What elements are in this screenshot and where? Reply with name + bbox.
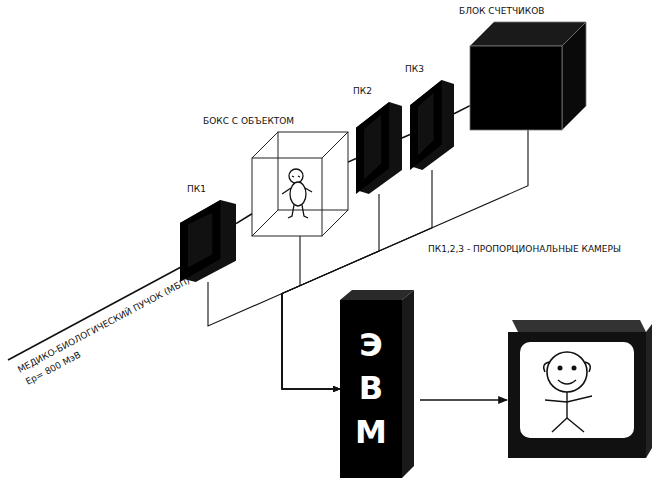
cabinet-front [340, 300, 402, 478]
counter-block: БЛОК СЧЕТЧИКОВ [470, 22, 586, 130]
beam-line [348, 158, 356, 162]
chamber-side [180, 200, 236, 282]
chamber-side [356, 102, 402, 194]
chamber-frame [356, 102, 389, 194]
cube-front [470, 46, 562, 130]
proportional-chamber: ПК3 [410, 80, 454, 170]
beam-line [454, 106, 470, 114]
object-box: БОКС С ОБЪЕКТОМ [252, 132, 348, 236]
proportional-chamber: ПК2 [356, 102, 402, 194]
legend-note: ПК1,2,3 - ПРОПОРЦИОНАЛЬНЫЕ КАМЕРЫ [428, 244, 621, 254]
animal-figure [282, 169, 312, 218]
shape-outline [410, 80, 454, 170]
shape-outline [470, 22, 586, 130]
cube-side [562, 22, 586, 130]
signal-wire [282, 236, 340, 389]
chamber-frame [410, 80, 442, 170]
beam-line [236, 214, 252, 224]
monitor-illustration [508, 320, 652, 458]
part-heading: ПК3 [404, 64, 425, 74]
monitor-cable [420, 399, 507, 400]
shape-outline [252, 132, 348, 236]
shape-outline [356, 102, 402, 194]
signal-wire [208, 282, 340, 389]
cabinet-side [402, 290, 414, 478]
beam-label: МЕДИКО-БИОЛОГИЧЕСКИЙ ПУЧОК (МБП) [16, 275, 191, 375]
chamber-frame [180, 200, 220, 282]
part-heading: ПК2 [352, 86, 373, 96]
part-heading: ПК1 [186, 184, 207, 194]
chamber-side [410, 80, 454, 170]
shape-outline [180, 200, 236, 282]
beam-line [8, 267, 181, 360]
computer-cabinet: ЭВМ [340, 300, 402, 478]
wire-box [252, 132, 348, 236]
computer-label: ЭВМ [355, 324, 387, 454]
cabinet-top [340, 290, 414, 300]
proportional-chamber: ПК1 [180, 200, 236, 282]
part-heading: БОКС С ОБЪЕКТОМ [202, 116, 295, 126]
part-heading: БЛОК СЧЕТЧИКОВ [458, 6, 545, 16]
beam-line [402, 135, 410, 138]
